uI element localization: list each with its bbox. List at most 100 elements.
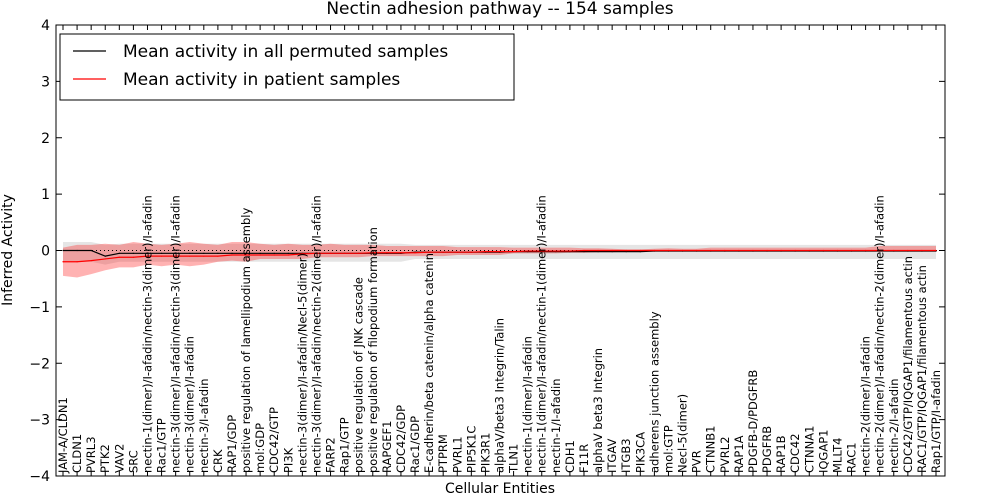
x-tick-label: Rac1/GTP bbox=[155, 418, 169, 473]
point-series-1 bbox=[696, 249, 698, 252]
point-series-1 bbox=[879, 249, 881, 252]
point-series-1 bbox=[400, 252, 402, 254]
point-series-1 bbox=[569, 250, 571, 252]
x-tick-label: CDH1 bbox=[563, 440, 577, 473]
point-series-1 bbox=[189, 255, 191, 257]
x-tick-label: mol:GTP bbox=[661, 425, 675, 473]
point-series-1 bbox=[597, 249, 599, 252]
x-tick-label: PDGFRB bbox=[760, 426, 774, 473]
point-series-1 bbox=[527, 250, 529, 252]
point-series-0 bbox=[175, 252, 177, 254]
x-tick-label: RAP1B bbox=[774, 435, 788, 473]
x-tick-label: VAV2 bbox=[112, 444, 126, 473]
confidence-bands bbox=[63, 242, 936, 278]
x-tick-label: E-cadherin/beta catenin/alpha catenin bbox=[422, 253, 436, 473]
x-tick-label: PI3K bbox=[281, 447, 295, 473]
point-series-0 bbox=[611, 251, 613, 253]
point-series-1 bbox=[724, 249, 726, 252]
point-series-1 bbox=[132, 256, 135, 258]
point-series-0 bbox=[90, 249, 92, 252]
x-tick-label: JAM-A/CLDN1 bbox=[56, 397, 70, 474]
x-tick-label: positive regulation of JNK cascade bbox=[352, 277, 366, 473]
series-lines bbox=[62, 249, 937, 263]
point-series-0 bbox=[189, 252, 191, 254]
point-series-1 bbox=[231, 254, 233, 256]
point-series-1 bbox=[273, 254, 275, 256]
x-tick-label: RAC1 bbox=[845, 442, 859, 473]
legend-label-permuted: Mean activity in all permuted samples bbox=[123, 42, 448, 62]
x-tick-label: Rap1/GTP/I-afadin bbox=[929, 370, 943, 473]
point-series-1 bbox=[344, 252, 346, 254]
x-tick-label: CTNNA1 bbox=[802, 426, 816, 473]
point-series-1 bbox=[442, 251, 444, 253]
point-series-1 bbox=[315, 252, 318, 254]
point-series-1 bbox=[498, 251, 501, 253]
x-tick-label: nectin-2/I-afadin bbox=[887, 379, 901, 474]
x-tick-label: CDC42/GTP bbox=[267, 407, 281, 473]
x-tick-label: PVR bbox=[690, 450, 704, 473]
y-tick-label: −3 bbox=[29, 413, 50, 429]
point-series-0 bbox=[245, 252, 247, 254]
x-tick-label: nectin-1/I-afadin bbox=[549, 379, 563, 474]
point-series-0 bbox=[217, 252, 219, 254]
x-tick-label: nectin-1(dimer)/I-afadin bbox=[521, 336, 535, 473]
x-tick-label: mol:GDP bbox=[253, 423, 267, 473]
x-tick-label: MLLT4 bbox=[830, 438, 844, 474]
point-series-0 bbox=[203, 252, 205, 254]
point-series-1 bbox=[667, 249, 670, 252]
y-tick-label: 4 bbox=[41, 18, 50, 34]
point-series-1 bbox=[836, 249, 839, 252]
point-series-1 bbox=[76, 261, 78, 263]
y-tick-label: 3 bbox=[41, 74, 50, 90]
x-tick-label: PVRL1 bbox=[450, 436, 464, 473]
x-tick-label: TLN1 bbox=[507, 444, 521, 474]
x-tick-label: SRC bbox=[126, 450, 140, 473]
point-series-1 bbox=[639, 249, 641, 252]
point-series-0 bbox=[639, 251, 641, 253]
x-tick-label: Necl-5(dimer) bbox=[676, 394, 690, 473]
point-series-0 bbox=[625, 251, 627, 253]
x-tick-label: nectin-3/I-afadin bbox=[197, 379, 211, 474]
point-series-1 bbox=[710, 249, 712, 252]
point-series-1 bbox=[104, 258, 106, 260]
x-tick-label: CDC42 bbox=[788, 433, 802, 473]
chart-title: Nectin adhesion pathway -- 154 samples bbox=[326, 0, 673, 19]
point-series-0 bbox=[287, 252, 289, 254]
point-series-1 bbox=[175, 255, 177, 257]
x-tick-label: nectin-3(dimer)/I-afadin/Necl-5(dimer) bbox=[295, 253, 309, 473]
x-tick-label: PTK2 bbox=[98, 444, 112, 473]
point-series-1 bbox=[653, 249, 655, 252]
point-series-1 bbox=[259, 254, 261, 256]
x-tick-label: adherens junction assembly bbox=[647, 311, 661, 473]
x-tick-label: nectin-2(dimer)/I-afadin bbox=[859, 336, 873, 473]
x-tick-label: nectin-1(dimer)/I-afadin/nectin-3(dimer)… bbox=[140, 195, 154, 473]
x-tick-label: F11R bbox=[577, 444, 591, 473]
point-series-1 bbox=[203, 255, 205, 257]
x-tick-label: positive regulation of filopodium format… bbox=[366, 227, 380, 473]
x-tick-label: PIK3CA bbox=[633, 432, 647, 473]
x-tick-label: alphaV/beta3 Integrin/Talin bbox=[493, 318, 507, 473]
x-tick-label: RAPGEF1 bbox=[380, 421, 394, 473]
point-series-0 bbox=[583, 251, 585, 253]
point-series-1 bbox=[414, 252, 416, 254]
point-series-0 bbox=[76, 249, 78, 252]
x-tick-label: nectin-3(dimer)/I-afadin/nectin-3(dimer)… bbox=[169, 195, 183, 473]
x-axis-label: Cellular Entities bbox=[445, 481, 555, 497]
legend: Mean activity in all permuted samples Me… bbox=[59, 33, 515, 101]
point-series-1 bbox=[470, 251, 472, 253]
point-series-1 bbox=[935, 249, 937, 252]
x-tick-label: PTPRM bbox=[436, 434, 450, 473]
y-tick-label: 1 bbox=[41, 187, 50, 203]
x-tick-label: RAP1A bbox=[732, 435, 746, 473]
point-series-1 bbox=[611, 249, 613, 252]
x-tick-label: IQGAP1 bbox=[816, 430, 830, 473]
point-series-0 bbox=[231, 252, 233, 254]
point-series-1 bbox=[428, 251, 430, 253]
point-series-1 bbox=[738, 249, 740, 252]
plot-area bbox=[55, 24, 946, 477]
point-series-0 bbox=[146, 252, 149, 254]
point-series-1 bbox=[484, 251, 487, 253]
point-series-1 bbox=[893, 249, 895, 252]
